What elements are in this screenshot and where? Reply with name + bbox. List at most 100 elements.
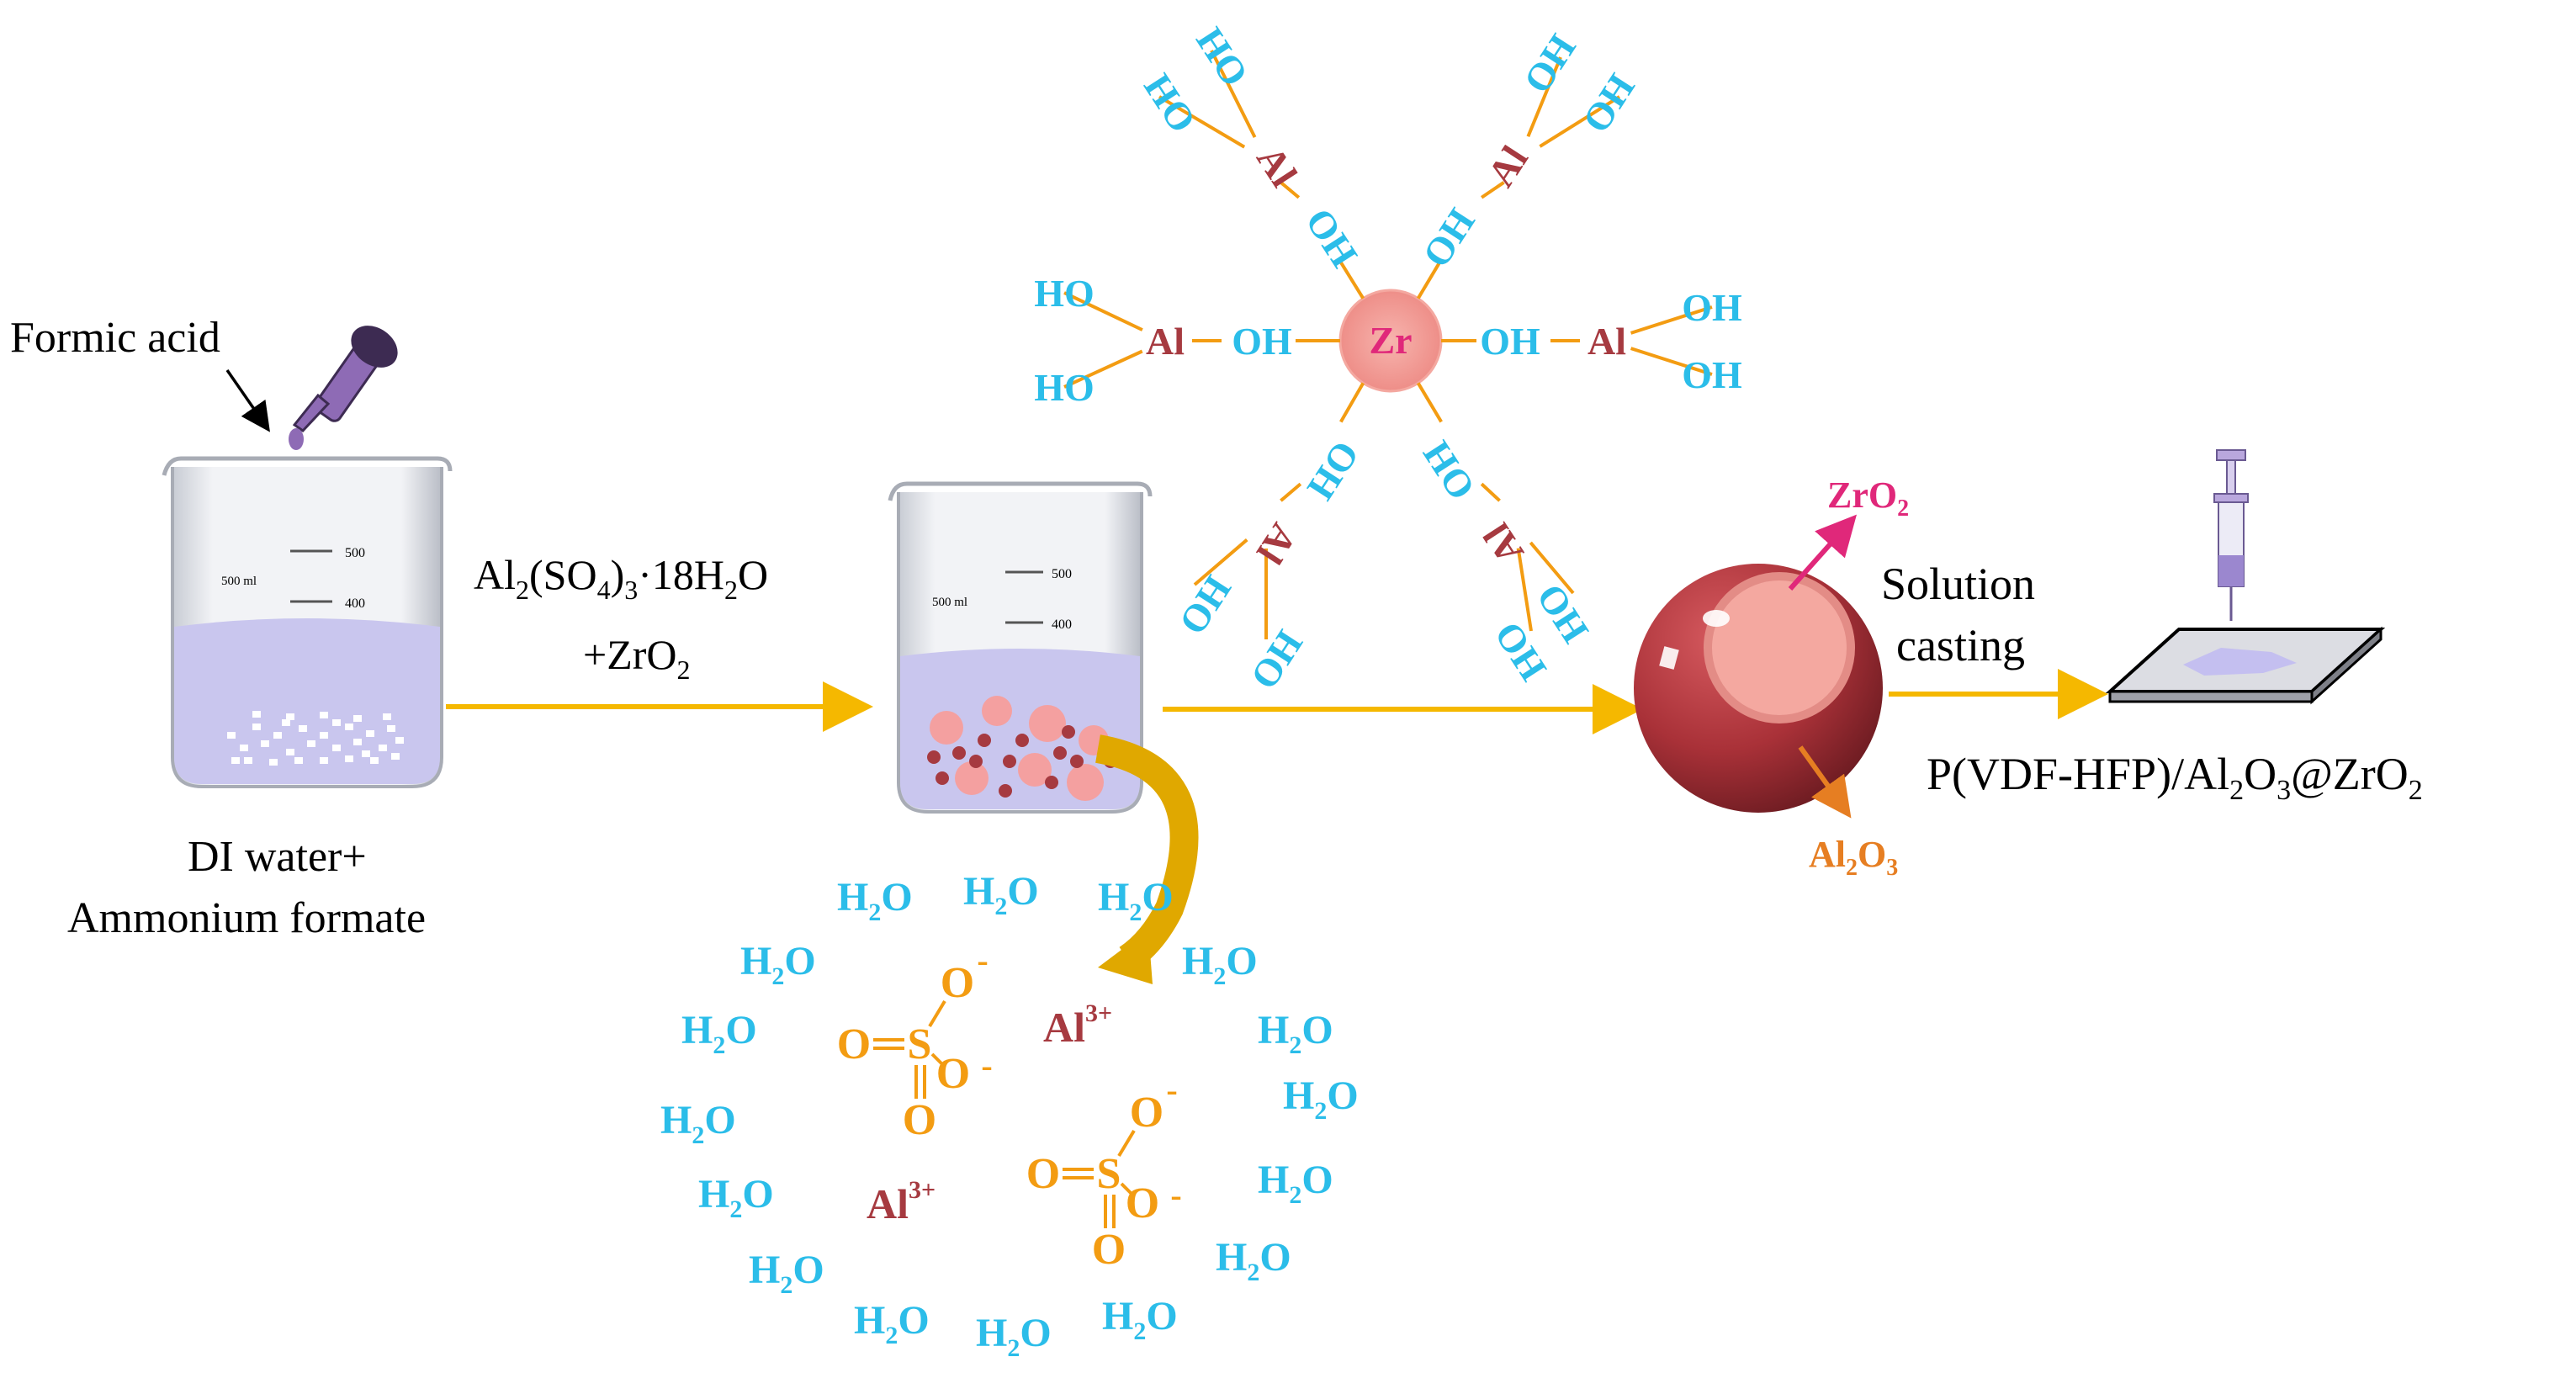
single-bond xyxy=(1117,1129,1136,1158)
mark-500: 500 xyxy=(1052,567,1072,581)
powder-grain xyxy=(383,713,391,720)
oxygen-label: O xyxy=(837,1020,871,1068)
al-ion-dot xyxy=(952,746,966,760)
zro2-core xyxy=(1704,572,1855,724)
al-ion-dot xyxy=(927,750,941,764)
zro2-pointer xyxy=(1788,514,1857,591)
powder-grain xyxy=(353,715,362,722)
hydroxyl-label: HO xyxy=(1171,569,1240,643)
powder-grain xyxy=(252,711,261,718)
oh-al-bond xyxy=(1280,181,1301,199)
water-molecule: H2O xyxy=(1258,1008,1333,1059)
al-label: Al xyxy=(1479,138,1536,193)
oxygen-label: O xyxy=(1130,1089,1163,1137)
al-label: Al xyxy=(1475,516,1532,571)
reagent-1-label: Al2(SO4)3·18H2O xyxy=(474,551,768,605)
syringe-icon xyxy=(2213,449,2249,621)
water-molecule: H2O xyxy=(1216,1235,1291,1286)
zro2-particle xyxy=(930,711,963,745)
hydroxyl-label: OH xyxy=(1414,200,1483,274)
hydroxyl-label: HO xyxy=(1188,20,1257,94)
solution-casting-line1: Solution xyxy=(1881,559,2035,609)
powder-grain xyxy=(286,749,294,755)
powder-grain xyxy=(332,745,341,751)
charge-label: - xyxy=(1166,1071,1177,1109)
al-ion-dot xyxy=(1045,776,1058,789)
hydroxyl-label: HO xyxy=(1136,66,1205,140)
powder-grain xyxy=(273,732,282,739)
oxygen-label: O xyxy=(1026,1150,1060,1198)
powder-grain xyxy=(286,713,294,720)
oxygen-label: O xyxy=(1092,1226,1126,1274)
al-oh-bond xyxy=(1513,522,1575,595)
powder-grain xyxy=(370,757,379,764)
powder-grain xyxy=(240,745,248,751)
zro2-label: ZrO2 xyxy=(1827,474,1909,522)
water-molecule: H2O xyxy=(837,875,913,926)
curved-arrow-head xyxy=(1098,930,1153,984)
powder-grain xyxy=(320,732,328,739)
beaker-1-marks: 500 400 500 ml xyxy=(221,546,365,611)
hydroxyl-label: OH xyxy=(1480,320,1540,363)
mark-500ml: 500 ml xyxy=(932,596,967,609)
water-molecule: H2O xyxy=(976,1311,1052,1362)
mark-400: 400 xyxy=(1052,617,1072,632)
dropper-icon xyxy=(289,326,398,450)
powder-grain xyxy=(387,725,395,732)
single-bond xyxy=(928,999,946,1028)
oh-al-bond xyxy=(1280,482,1302,502)
hydroxyl-label: OH xyxy=(1299,434,1368,508)
core-shell-particle xyxy=(1634,564,1883,813)
hydroxyl-label: OH xyxy=(1297,201,1366,275)
beaker-1-label-line2: Ammonium formate xyxy=(67,894,426,942)
powder-grain xyxy=(294,757,303,764)
powder-grain xyxy=(227,732,236,739)
solution-casting-line2: casting xyxy=(1896,620,2025,670)
hydroxyl-label: HO xyxy=(1034,366,1095,409)
powder-grain xyxy=(391,753,400,760)
zr-oh-bond xyxy=(1338,258,1365,299)
water-molecule: H2O xyxy=(963,869,1039,920)
al-oh-bond xyxy=(1063,339,1166,389)
powder-grain xyxy=(252,724,261,730)
zro2-particle xyxy=(1067,764,1104,801)
water-molecule: H2O xyxy=(740,939,816,990)
water-molecule: H2O xyxy=(1098,875,1174,926)
mark-400: 400 xyxy=(345,596,365,611)
powder-grain xyxy=(395,737,404,744)
sulfur-label: S xyxy=(908,1020,932,1068)
hydroxyl-label: OH xyxy=(1232,320,1292,363)
zro2-particle xyxy=(1029,705,1066,742)
hydroxyl-label: OH xyxy=(1515,26,1584,100)
hydroxyl-label: OH xyxy=(1414,433,1483,507)
powder-grain xyxy=(261,740,269,747)
al-label: Al xyxy=(1248,138,1306,193)
water-molecule: H2O xyxy=(854,1298,930,1349)
oxygen-label: O xyxy=(1126,1179,1159,1227)
water-molecule: H2O xyxy=(698,1172,774,1223)
water-molecule: H2O xyxy=(1102,1294,1178,1345)
al-ion-dot xyxy=(978,734,991,747)
powder-grain xyxy=(307,740,315,747)
hydroxyl-label: OH xyxy=(1682,353,1742,396)
hydroxyl-label: HO xyxy=(1034,272,1095,315)
powder-grain xyxy=(332,719,341,726)
sulfur-label: S xyxy=(1097,1150,1121,1198)
beaker-1: 500 400 500 ml xyxy=(162,456,453,788)
hydroxyl-label: OH xyxy=(1682,286,1742,329)
al-label: Al xyxy=(1248,516,1306,571)
mark-500ml: 500 ml xyxy=(221,575,257,588)
water-molecule: H2O xyxy=(681,1008,757,1059)
hydroxyl-label: HO xyxy=(1528,577,1597,651)
water-molecule: H2O xyxy=(1283,1073,1359,1125)
water-molecule: H2O xyxy=(660,1098,736,1149)
reagent-2-label: +ZrO2 xyxy=(583,631,691,685)
aluminum-ion: Al3+ xyxy=(1043,999,1112,1051)
powder-grain xyxy=(379,745,387,751)
oh-al-bond xyxy=(1481,181,1505,199)
oh-al-bond xyxy=(1480,482,1501,502)
al-label: Al xyxy=(1146,320,1185,363)
al-ion-dot xyxy=(999,784,1012,798)
al2o3-pointer xyxy=(1798,745,1852,819)
